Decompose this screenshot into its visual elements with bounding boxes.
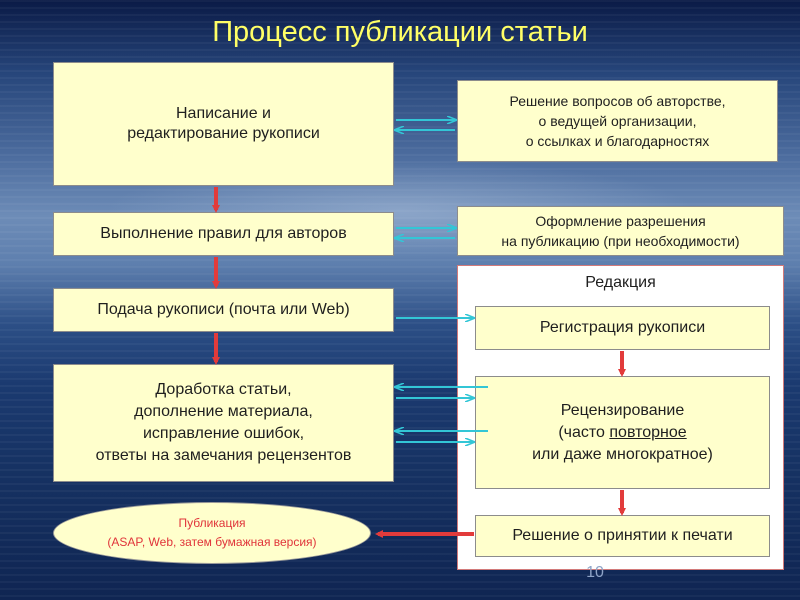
review-line-3: или даже многократное) <box>532 445 713 463</box>
registration-box: Регистрация рукописи <box>475 306 770 350</box>
review-line-2: (часто повторное <box>558 422 686 444</box>
submission-box: Подача рукописи (почта или Web) <box>53 288 394 332</box>
review-underlined-word: повторное <box>609 423 687 441</box>
review-box: Рецензирование (часто повторное или даже… <box>475 376 770 489</box>
slide-title: Процесс публикации статьи <box>212 16 588 48</box>
writing-box: Написание и редактирование рукописи <box>53 62 394 186</box>
author-rules-box: Выполнение правил для авторов <box>53 212 394 256</box>
review-line-1: Рецензирование <box>560 401 685 419</box>
permission-box: Оформление разрешения на публикацию (при… <box>457 206 784 256</box>
editorial-title: Редакция <box>585 274 656 291</box>
publication-ellipse: Публикация (ASAP, Web, затем бумажная ве… <box>53 502 371 564</box>
slide-number: 10 <box>586 564 604 581</box>
revision-box: Доработка статьи, дополнение материала, … <box>53 364 394 482</box>
publication-title: Публикация <box>178 516 246 530</box>
review-line-2-prefix: (часто <box>558 423 610 441</box>
authorship-box: Решение вопросов об авторстве, о ведущей… <box>457 80 778 162</box>
publication-subtitle: (ASAP, Web, затем бумажная версия) <box>107 535 317 549</box>
decision-box: Решение о принятии к печати <box>475 515 770 557</box>
